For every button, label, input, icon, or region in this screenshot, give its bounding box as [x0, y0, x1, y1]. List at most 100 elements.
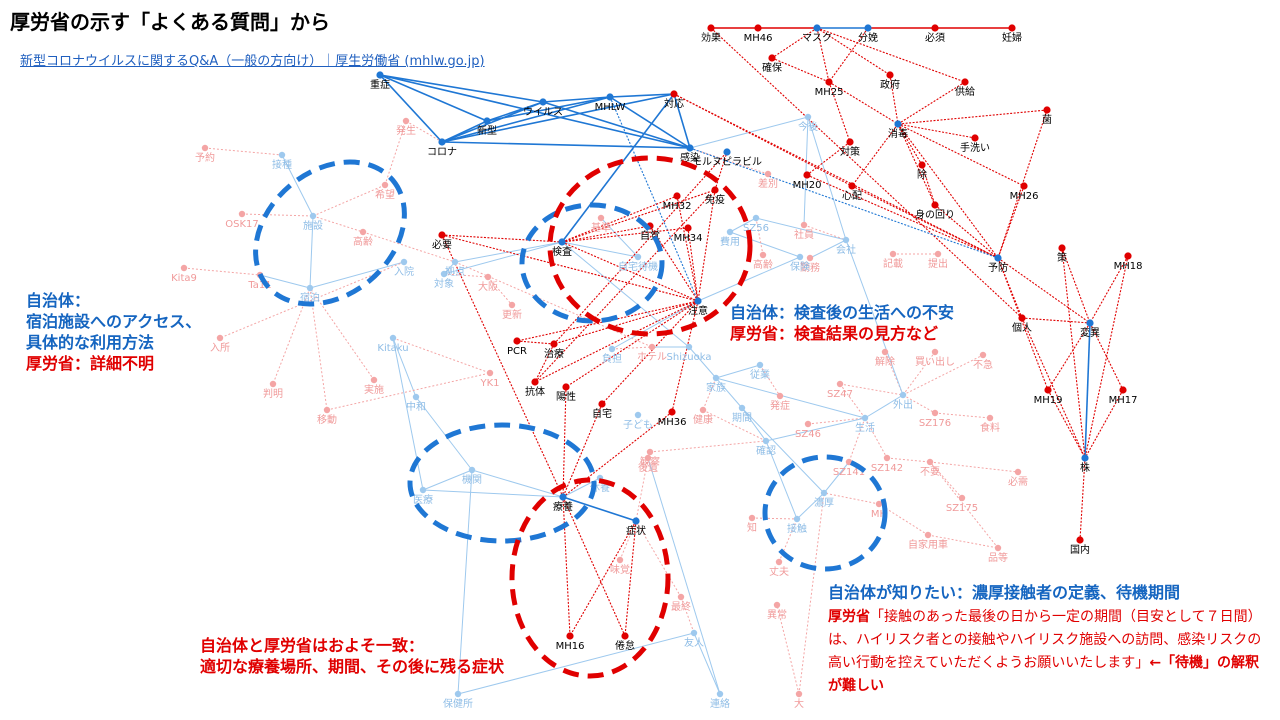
edge-strong	[562, 386, 567, 498]
highlight-circle-4	[407, 422, 597, 544]
edge-weak	[471, 469, 564, 498]
node-label-seikatsu: 生活	[855, 421, 875, 434]
edge-strong	[997, 185, 1025, 259]
note-close-contact-label: 厚労省	[828, 609, 870, 625]
edge-strong	[1079, 457, 1086, 541]
node-label-nyuin: 入院	[394, 265, 414, 278]
node-koreisha	[359, 228, 367, 236]
node-moldnupiravir	[723, 148, 731, 156]
edge-strong	[1061, 247, 1091, 324]
node-label-hokensho: 保健所	[443, 697, 473, 710]
node-label-jikayo: 自家用車	[908, 538, 948, 551]
highlight-circle-2	[519, 202, 665, 324]
node-label-yujin: 友人	[684, 636, 704, 649]
node-jisshi	[370, 376, 378, 384]
node-label-hanmei: 判明	[263, 388, 283, 400]
edge-strong	[997, 257, 1091, 324]
network-edges	[183, 27, 1129, 695]
note-testing-line2: 厚労省：検査結果の見方など	[730, 324, 939, 343]
node-label-teari: 手洗い	[960, 141, 990, 154]
node-jikayo	[924, 531, 932, 539]
node-kin	[1043, 106, 1051, 114]
node-nyusho	[216, 334, 224, 342]
node-label-sz176: SZ176	[919, 418, 951, 429]
note-accommodation-line2: 宿泊施設へのアクセス、	[26, 312, 202, 331]
node-shinpai	[848, 182, 856, 190]
edge-strong	[534, 300, 699, 383]
mhlw-qa-link[interactable]: 新型コロナウイルスに関するQ&A（一般の方向け）｜厚生労働省 (mhlw.go.…	[20, 54, 485, 69]
edge-weak	[309, 261, 405, 289]
node-label-kijun: 基準	[591, 221, 611, 234]
edge-weak	[635, 457, 649, 522]
edge-strong	[997, 257, 1049, 391]
node-label-sesshu: 接種	[272, 158, 292, 171]
node-label-mhlw: MHLW	[595, 102, 626, 113]
node-saku	[1058, 244, 1066, 252]
highlight-circles	[253, 155, 888, 679]
edge-strong	[561, 225, 651, 243]
node-label-kiroku: 記載	[883, 257, 903, 270]
node-label-chui: 注意	[688, 304, 708, 317]
node-kakunin	[762, 437, 770, 445]
node-label-chiryo: 治療	[544, 347, 564, 360]
node-jitaku	[598, 400, 606, 408]
node-label-kouda: 後遺	[638, 461, 658, 474]
edge-weak	[635, 520, 682, 598]
node-kotai	[531, 378, 539, 386]
node-label-sz47: SZ47	[827, 389, 853, 400]
edge-strong	[673, 93, 691, 149]
node-sz56	[752, 214, 760, 222]
edge-weak	[600, 217, 639, 258]
node-label-hitsuyo: 必要	[432, 238, 452, 251]
edge-strong	[553, 151, 728, 345]
edge-strong	[1084, 255, 1129, 459]
node-label-osaka: 大阪	[478, 280, 498, 293]
node-mh19	[1044, 386, 1052, 394]
node-label-ryoyo: 療養	[553, 500, 573, 513]
node-corona	[438, 138, 446, 146]
edge-strong	[534, 343, 555, 383]
edge-strong	[710, 27, 1023, 319]
node-label-kouka: 効果	[701, 31, 721, 44]
edge-strong	[1021, 317, 1091, 324]
node-label-mh17: MH17	[1109, 395, 1138, 406]
node-label-renraku: 連絡	[710, 697, 730, 710]
highlight-circle-3	[547, 155, 753, 337]
node-yobo	[994, 254, 1002, 262]
node-label-shizuoka: Shizuoka	[667, 352, 712, 363]
node-label-nozoku: 除	[917, 168, 927, 181]
node-renraku	[716, 690, 724, 698]
edge-weak	[309, 215, 314, 289]
node-label-virus: ウイルス	[523, 106, 563, 118]
edge-weak	[934, 412, 991, 419]
edge-weak	[309, 287, 375, 381]
note-accommodation: 自治体： 宿泊施設へのアクセス、 具体的な利用方法 厚労省：詳細不明	[26, 290, 201, 374]
edge-weak	[823, 461, 850, 494]
node-kibo	[381, 181, 389, 189]
node-label-kouretsu: 高齢	[753, 258, 773, 271]
node-label-sesshoku: 接触	[787, 522, 807, 535]
node-sz175	[958, 494, 966, 502]
edge-strong	[816, 27, 830, 83]
node-label-ta11: Ta11	[247, 280, 271, 291]
edge-weak	[204, 147, 283, 156]
node-seikatsu	[861, 414, 869, 422]
edge-strong	[561, 241, 699, 302]
node-kikan2	[738, 404, 746, 412]
node-sesshoku	[793, 515, 801, 523]
node-jusho	[376, 71, 384, 79]
node-label-sz175: SZ175	[946, 503, 978, 514]
node-label-sz141: SZ141	[833, 467, 865, 478]
node-label-kaisha: 会社	[836, 243, 856, 256]
node-mh26	[1020, 182, 1028, 190]
edge-strong	[1047, 322, 1091, 391]
note-testing: 自治体：検査後の生活への不安 厚労省：検査結果の見方など	[730, 302, 954, 344]
edge-strong	[562, 403, 603, 498]
node-label-shingata: 新型	[477, 124, 497, 137]
node-label-mh46: MH46	[744, 33, 773, 44]
edge-weak	[807, 417, 866, 425]
edge-strong	[562, 496, 637, 522]
node-label-jusho: 重症	[370, 78, 390, 91]
edge-weak	[392, 337, 424, 491]
